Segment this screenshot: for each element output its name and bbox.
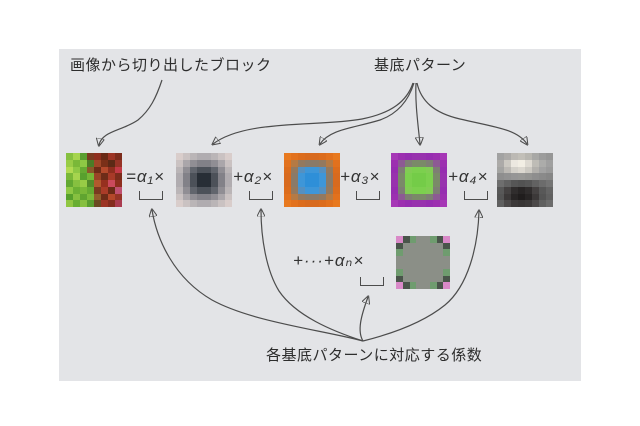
basis-pattern-2-patch xyxy=(284,153,340,207)
equation-term-2: +α₂× xyxy=(233,167,274,186)
equation-term-n: +···+αₙ× xyxy=(293,251,365,270)
coef-bracket-2 xyxy=(249,191,273,200)
basis-pattern-1-patch xyxy=(176,153,232,207)
equation-term-3: +α₃× xyxy=(340,167,381,186)
coef-bracket-3 xyxy=(356,191,380,200)
basis-pattern-n-patch xyxy=(396,236,450,289)
image-block-patch xyxy=(66,153,122,207)
basis-pattern-4-patch xyxy=(497,153,553,207)
coef-bracket-1 xyxy=(139,191,163,200)
basis-label: 基底パターン xyxy=(374,57,467,74)
basis-pattern-3-patch xyxy=(391,153,447,207)
equation-term-1: =α₁× xyxy=(126,167,165,186)
coef-bracket-4 xyxy=(464,191,488,200)
coef-bracket-n xyxy=(360,277,384,286)
coefficient-label: 各基底パターンに対応する係数 xyxy=(266,347,483,364)
block-label: 画像から切り出したブロック xyxy=(70,57,272,74)
equation-term-4: +α₄× xyxy=(448,167,489,186)
diagram-panel xyxy=(59,49,581,381)
